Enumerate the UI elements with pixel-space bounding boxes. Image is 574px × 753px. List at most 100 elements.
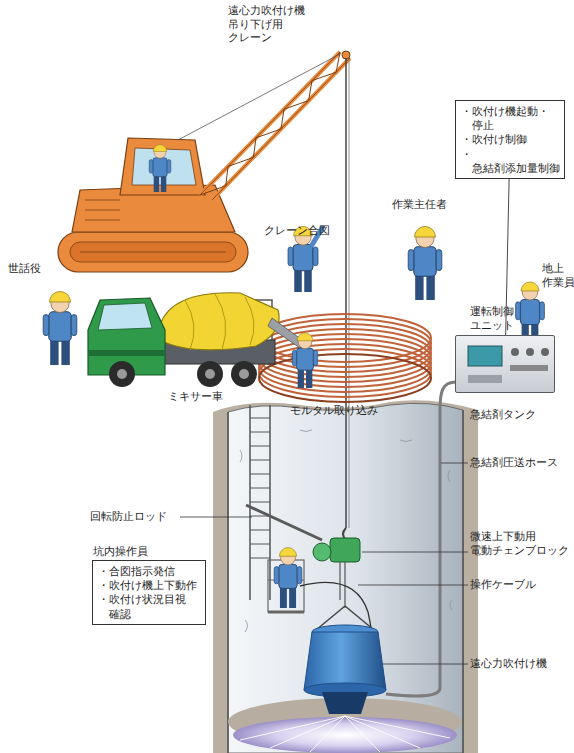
crane [70, 242, 236, 262]
part-label: 急結剤タンク [470, 408, 536, 422]
mixer-truck [205, 369, 215, 379]
leader-line [180, 463, 468, 664]
crane [200, 52, 340, 195]
control-panel [541, 348, 549, 356]
role-label: 地上 作業員 [542, 262, 574, 289]
chain-block [313, 543, 331, 561]
leader-line [180, 517, 252, 518]
centrifugal-sprayer [304, 606, 386, 714]
node-text: ・吹付け機起動・停止 [461, 104, 559, 132]
mixer-truck [98, 303, 152, 330]
mixer-truck [197, 361, 223, 387]
mixer-truck [88, 293, 305, 387]
chain-block [330, 538, 360, 562]
crane [178, 54, 340, 140]
ladder [250, 405, 270, 600]
mixer-truck [88, 350, 165, 356]
hose-coil [259, 354, 431, 402]
spray-lines [310, 716, 345, 752]
control-panel [510, 365, 548, 371]
spray-lines [240, 716, 345, 740]
crane [120, 138, 205, 195]
hose-coil [259, 349, 431, 397]
task-box: ・吹付け機起動・停止・吹付け制御・急結剤添加量制御 [455, 100, 565, 179]
centrifugal-sprayer [304, 632, 386, 690]
mixer-truck [239, 369, 249, 379]
connector-line [506, 179, 509, 335]
node-heading: 坑内操作員 [93, 544, 148, 558]
centrifugal-sprayer [322, 692, 368, 714]
shaft-wall [462, 410, 464, 753]
control-panel [526, 348, 534, 356]
role-label: クレーン合図 [264, 224, 330, 238]
crane [85, 200, 120, 220]
node-text: ・急結剤添加量制御 [461, 147, 559, 175]
control-unit: 運転制御 ユニット [455, 335, 555, 393]
spray-lines [345, 716, 380, 752]
part-label: 急結剤圧送ホース [470, 456, 558, 470]
crane [200, 52, 340, 195]
shaft-wall [227, 412, 229, 753]
anti-rotation-rod [246, 505, 322, 540]
worker-figure [274, 548, 302, 608]
worker-figure [292, 333, 317, 388]
hose-coil [259, 314, 431, 402]
leader-line [358, 585, 468, 586]
crane [200, 52, 340, 195]
worker-figure [149, 145, 171, 192]
shaft-floor [233, 717, 457, 753]
ladder [250, 418, 270, 558]
node-text: ・吹付け状況目視 確認 [98, 592, 200, 620]
accelerator-hose [386, 382, 456, 696]
hose-coil [259, 344, 431, 392]
spray-lines [240, 716, 450, 752]
leader-line [362, 552, 468, 553]
node-text: ・吹付け機上下動作 [98, 578, 200, 592]
control-panel [468, 346, 502, 366]
node-heading: 運転制御 ユニット [470, 304, 514, 332]
task-box: 坑内操作員・合図指示発信・吹付け機上下動作・吹付け状況目視 確認 [92, 560, 206, 625]
hose-coil [259, 339, 431, 387]
chain-block [313, 528, 360, 608]
worker-figure [288, 226, 318, 292]
node-text: ・合図指示発信 [98, 564, 200, 578]
crane-cable [345, 58, 347, 528]
worker-figure [408, 227, 442, 301]
mixer-truck [185, 294, 254, 350]
part-label: 微速上下動用 電動チェンブロック [470, 530, 569, 557]
role-label: 作業主任者 [392, 198, 447, 212]
part-label: モルタル取り込み [290, 404, 378, 418]
crane-cable [346, 58, 349, 528]
node-text: ・吹付け制御 [461, 132, 559, 146]
crane-label: 遠心力吹付け機 吊り下げ用 クレーン [228, 4, 305, 45]
role-label: 世話役 [8, 262, 41, 276]
crane-cable [349, 58, 350, 528]
crane [342, 51, 350, 59]
accelerator-hose [386, 382, 456, 696]
spray-lines [270, 716, 345, 748]
control-panel [468, 375, 502, 383]
mixer-truck [160, 293, 279, 350]
mixer-truck [231, 361, 257, 387]
part-label: 遠心力吹付け機 [470, 657, 547, 671]
hose-coil [259, 334, 431, 382]
mixer-truck [117, 369, 127, 379]
worker-figure [43, 292, 77, 366]
control-panel [468, 346, 549, 383]
leader-line [441, 463, 468, 464]
anti-rotation-rod [246, 505, 322, 540]
crane [80, 252, 226, 253]
crane [58, 232, 248, 272]
part-label: 回転防止ロッド [90, 510, 167, 524]
control-panel [511, 348, 519, 356]
part-label: 操作ケーブル [470, 578, 536, 592]
vehicle-label: ミキサー車 [168, 390, 223, 404]
spray-lines [345, 716, 420, 748]
spray-lines [345, 716, 450, 738]
leader-line [383, 664, 468, 665]
mixer-truck [109, 361, 135, 387]
